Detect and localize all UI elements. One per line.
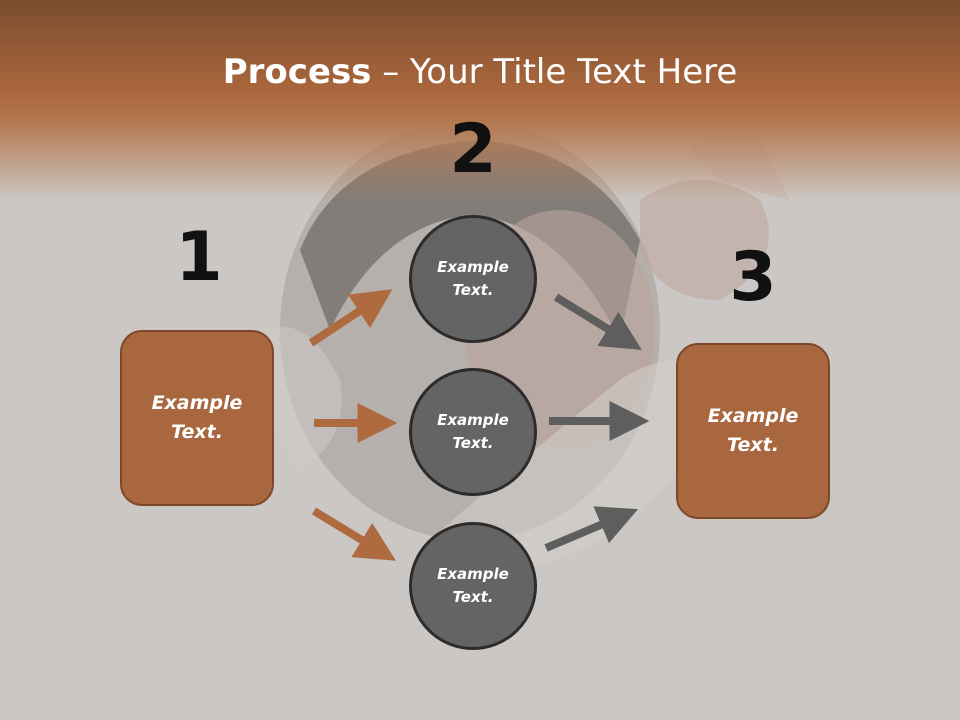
right-step-box: Example Text. bbox=[676, 343, 830, 519]
step-number-3: 3 bbox=[729, 238, 777, 317]
circle-text-middle: Example Text. bbox=[437, 411, 509, 452]
circle-step-middle: Example Text. bbox=[409, 368, 537, 496]
circle-step-top: Example Text. bbox=[409, 215, 537, 343]
arrow-top-to-right bbox=[553, 293, 642, 350]
circle-text-bottom: Example Text. bbox=[437, 565, 509, 606]
right-step-text: Example Text. bbox=[707, 405, 799, 456]
left-step-text: Example Text. bbox=[151, 392, 243, 443]
circle-text-top: Example Text. bbox=[437, 258, 509, 299]
circle-step-bottom: Example Text. bbox=[409, 522, 537, 650]
title-rest: – Your Title Text Here bbox=[371, 52, 738, 92]
slide-title: Process – Your Title Text Here bbox=[0, 52, 960, 92]
arrow-left-to-top bbox=[308, 289, 393, 347]
step-number-1: 1 bbox=[175, 218, 223, 297]
arrow-bottom-to-right bbox=[544, 506, 639, 552]
arrow-left-to-bottom bbox=[311, 507, 396, 561]
header-band bbox=[0, 0, 960, 200]
step-number-2: 2 bbox=[449, 110, 497, 189]
left-step-box: Example Text. bbox=[120, 330, 274, 506]
title-bold: Process bbox=[222, 52, 372, 92]
